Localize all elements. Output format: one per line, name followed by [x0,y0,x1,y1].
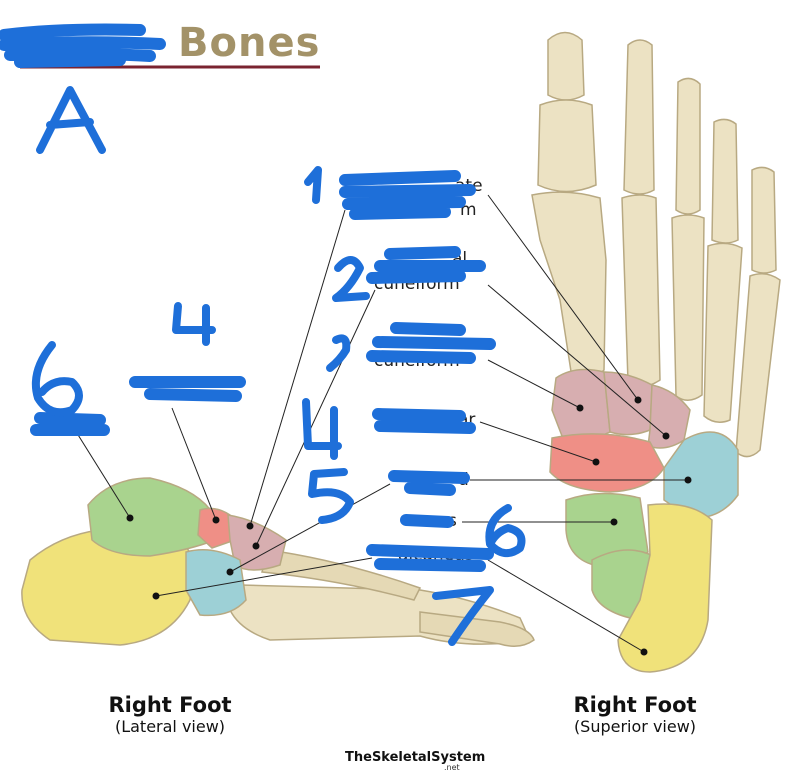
scribble-label-cuboid [388,470,470,496]
scribble-label-navicular [372,408,476,434]
handwritten-6-right [485,504,526,558]
fifth-metatarsal [735,273,781,458]
dot [610,518,618,526]
toe2-phalanges [623,39,655,195]
handwritten-letter-a [36,86,106,154]
caption-lateral: Right Foot (Lateral view) [70,693,270,736]
dot [212,516,220,524]
scribble-title [0,23,166,68]
fourth-metatarsal [703,242,743,423]
dot [246,522,254,530]
dot [126,514,134,522]
brand-logo-suffix: .net [444,763,460,772]
leader-dots [126,396,692,656]
dot [592,458,600,466]
dot [634,396,642,404]
leader-lines [74,194,688,653]
scribble-marks [0,23,496,572]
toe4-phalanges [711,118,739,244]
leader-calcaneus-lateral [155,557,373,597]
lateral-navicular [197,507,236,549]
dot [252,542,260,550]
scribble-label-talus-left [30,412,110,436]
superior-navicular [549,433,665,493]
dot [576,404,584,412]
caption-superior-title: Right Foot [573,693,697,717]
leader-calcaneus-superior [487,559,645,653]
lateral-cuboid [185,549,247,617]
scribble-label-medial [366,246,486,284]
handwritten-2 [332,256,370,302]
leader-intermediate-cuneiform-superior [487,194,639,401]
leader-medial-cuneiform-superior [487,284,667,437]
dot [684,476,692,484]
handwritten-marks [31,86,526,646]
caption-superior-subtitle: (Superior view) [573,717,697,736]
handwritten-1-top [304,166,322,204]
lateral-calcaneus [21,529,196,646]
scribble-label-talus [400,514,454,528]
caption-superior: Right Foot (Superior view) [535,693,735,736]
leader-medial-cuneiform-lateral [255,289,376,547]
handwritten-4-top [172,302,216,346]
dot [226,568,234,576]
leader-lateral-cuneiform-superior [487,359,581,409]
leader-lateral-cuneiform-lateral [171,407,217,521]
toe3-phalanges [675,77,701,215]
lateral-metatarsal-upper [261,549,422,601]
leader-cuboid-lateral [229,483,391,573]
leader-intermediate-cuneiform-lateral [249,209,346,527]
superior-calcaneus [617,503,713,673]
foot-lateral-view [21,477,535,647]
brand-logo: TheSkeletalSystem [345,750,486,765]
toe5-phalanges [751,166,777,274]
third-metatarsal [671,214,705,401]
leader-navicular-superior [479,421,597,463]
handwritten-7 [432,586,494,646]
caption-lateral-title: Right Foot [108,693,232,717]
handwritten-4-mid [302,398,342,460]
diagram-title: Bones [178,20,321,66]
handwritten-5 [308,468,354,524]
hallux-proximal-phalanx [537,99,597,193]
foot-superior-view [531,31,781,673]
dot [152,592,160,600]
scribble-label-intermediate [339,170,476,220]
scribble-label-calcaneus [366,544,494,572]
handwritten-6-left [31,341,83,417]
dot [640,648,648,656]
hallux-distal-phalanx [547,31,585,101]
lateral-phalanges [419,611,535,647]
caption-lateral-subtitle: (Lateral view) [114,717,226,736]
scribble-label-left [129,376,246,402]
scribble-label-lateral [366,322,496,364]
leader-talus-lateral [74,429,131,519]
handwritten-3 [326,334,351,372]
dot [662,432,670,440]
